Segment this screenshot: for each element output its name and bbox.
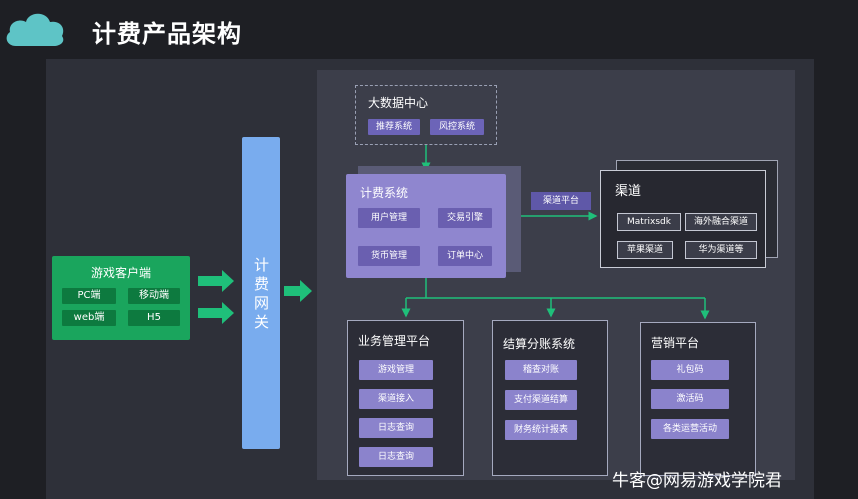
marketing-box: 营销平台 礼包码 激活码 各类运营活动 [640, 322, 756, 476]
channel-item-overseas: 海外融合渠道 [685, 213, 757, 231]
business-platform-title: 业务管理平台 [358, 334, 431, 348]
client-item-mobile: 移动端 [128, 288, 180, 304]
channel-item-apple: 苹果渠道 [617, 241, 673, 259]
billing-item-order: 订单中心 [438, 246, 492, 266]
channel-platform-label: 渠道平台 [531, 192, 591, 210]
marketing-title: 营销平台 [651, 336, 700, 350]
billing-title: 计费系统 [360, 186, 409, 200]
settlement-item-report: 财务统计报表 [505, 420, 577, 440]
settlement-item-audit: 稽查对账 [505, 360, 577, 380]
bigdata-item-risk: 风控系统 [430, 119, 484, 135]
bigdata-center-box: 大数据中心 推荐系统 风控系统 [355, 85, 497, 145]
game-client-title: 游戏客户端 [90, 266, 151, 280]
client-item-h5: H5 [128, 310, 180, 326]
marketing-item-gift: 礼包码 [651, 360, 729, 380]
billing-gateway: 计费网关 [242, 137, 280, 449]
settlement-box: 结算分账系统 稽查对账 支付渠道结算 财务统计报表 [492, 320, 608, 476]
bigdata-item-recommend: 推荐系统 [368, 119, 420, 135]
channel-item-huawei: 华为渠道等 [685, 241, 757, 259]
business-item-channel: 渠道接入 [359, 389, 433, 409]
business-platform-box: 业务管理平台 游戏管理 渠道接入 日志查询 日志查询 [347, 320, 464, 476]
marketing-item-activation: 激活码 [651, 389, 729, 409]
channel-title: 渠道 [615, 184, 642, 199]
billing-item-currency: 货币管理 [358, 246, 420, 266]
business-item-log1: 日志查询 [359, 418, 433, 438]
billing-item-trade: 交易引擎 [438, 208, 492, 228]
business-item-log2: 日志查询 [359, 447, 433, 467]
gateway-label: 计费网关 [252, 257, 270, 333]
channel-box: 渠道 Matrixsdk 海外融合渠道 苹果渠道 华为渠道等 [600, 170, 766, 268]
cloud-icon [6, 13, 64, 46]
business-item-game: 游戏管理 [359, 360, 433, 380]
billing-system-box: 计费系统 用户管理 交易引擎 货币管理 订单中心 [346, 174, 506, 278]
client-item-web: web端 [62, 310, 116, 326]
settlement-item-payment: 支付渠道结算 [505, 390, 577, 410]
settlement-title: 结算分账系统 [503, 337, 576, 351]
page-title: 计费产品架构 [92, 20, 242, 48]
watermark-text: 牛客@网易游戏学院君 [612, 471, 782, 491]
client-item-pc: PC端 [62, 288, 116, 304]
bigdata-title: 大数据中心 [368, 96, 429, 110]
game-client-box: 游戏客户端 PC端 移动端 web端 H5 [52, 256, 190, 340]
billing-item-user: 用户管理 [358, 208, 420, 228]
channel-item-matrixsdk: Matrixsdk [617, 213, 681, 231]
marketing-item-events: 各类运营活动 [651, 419, 729, 439]
